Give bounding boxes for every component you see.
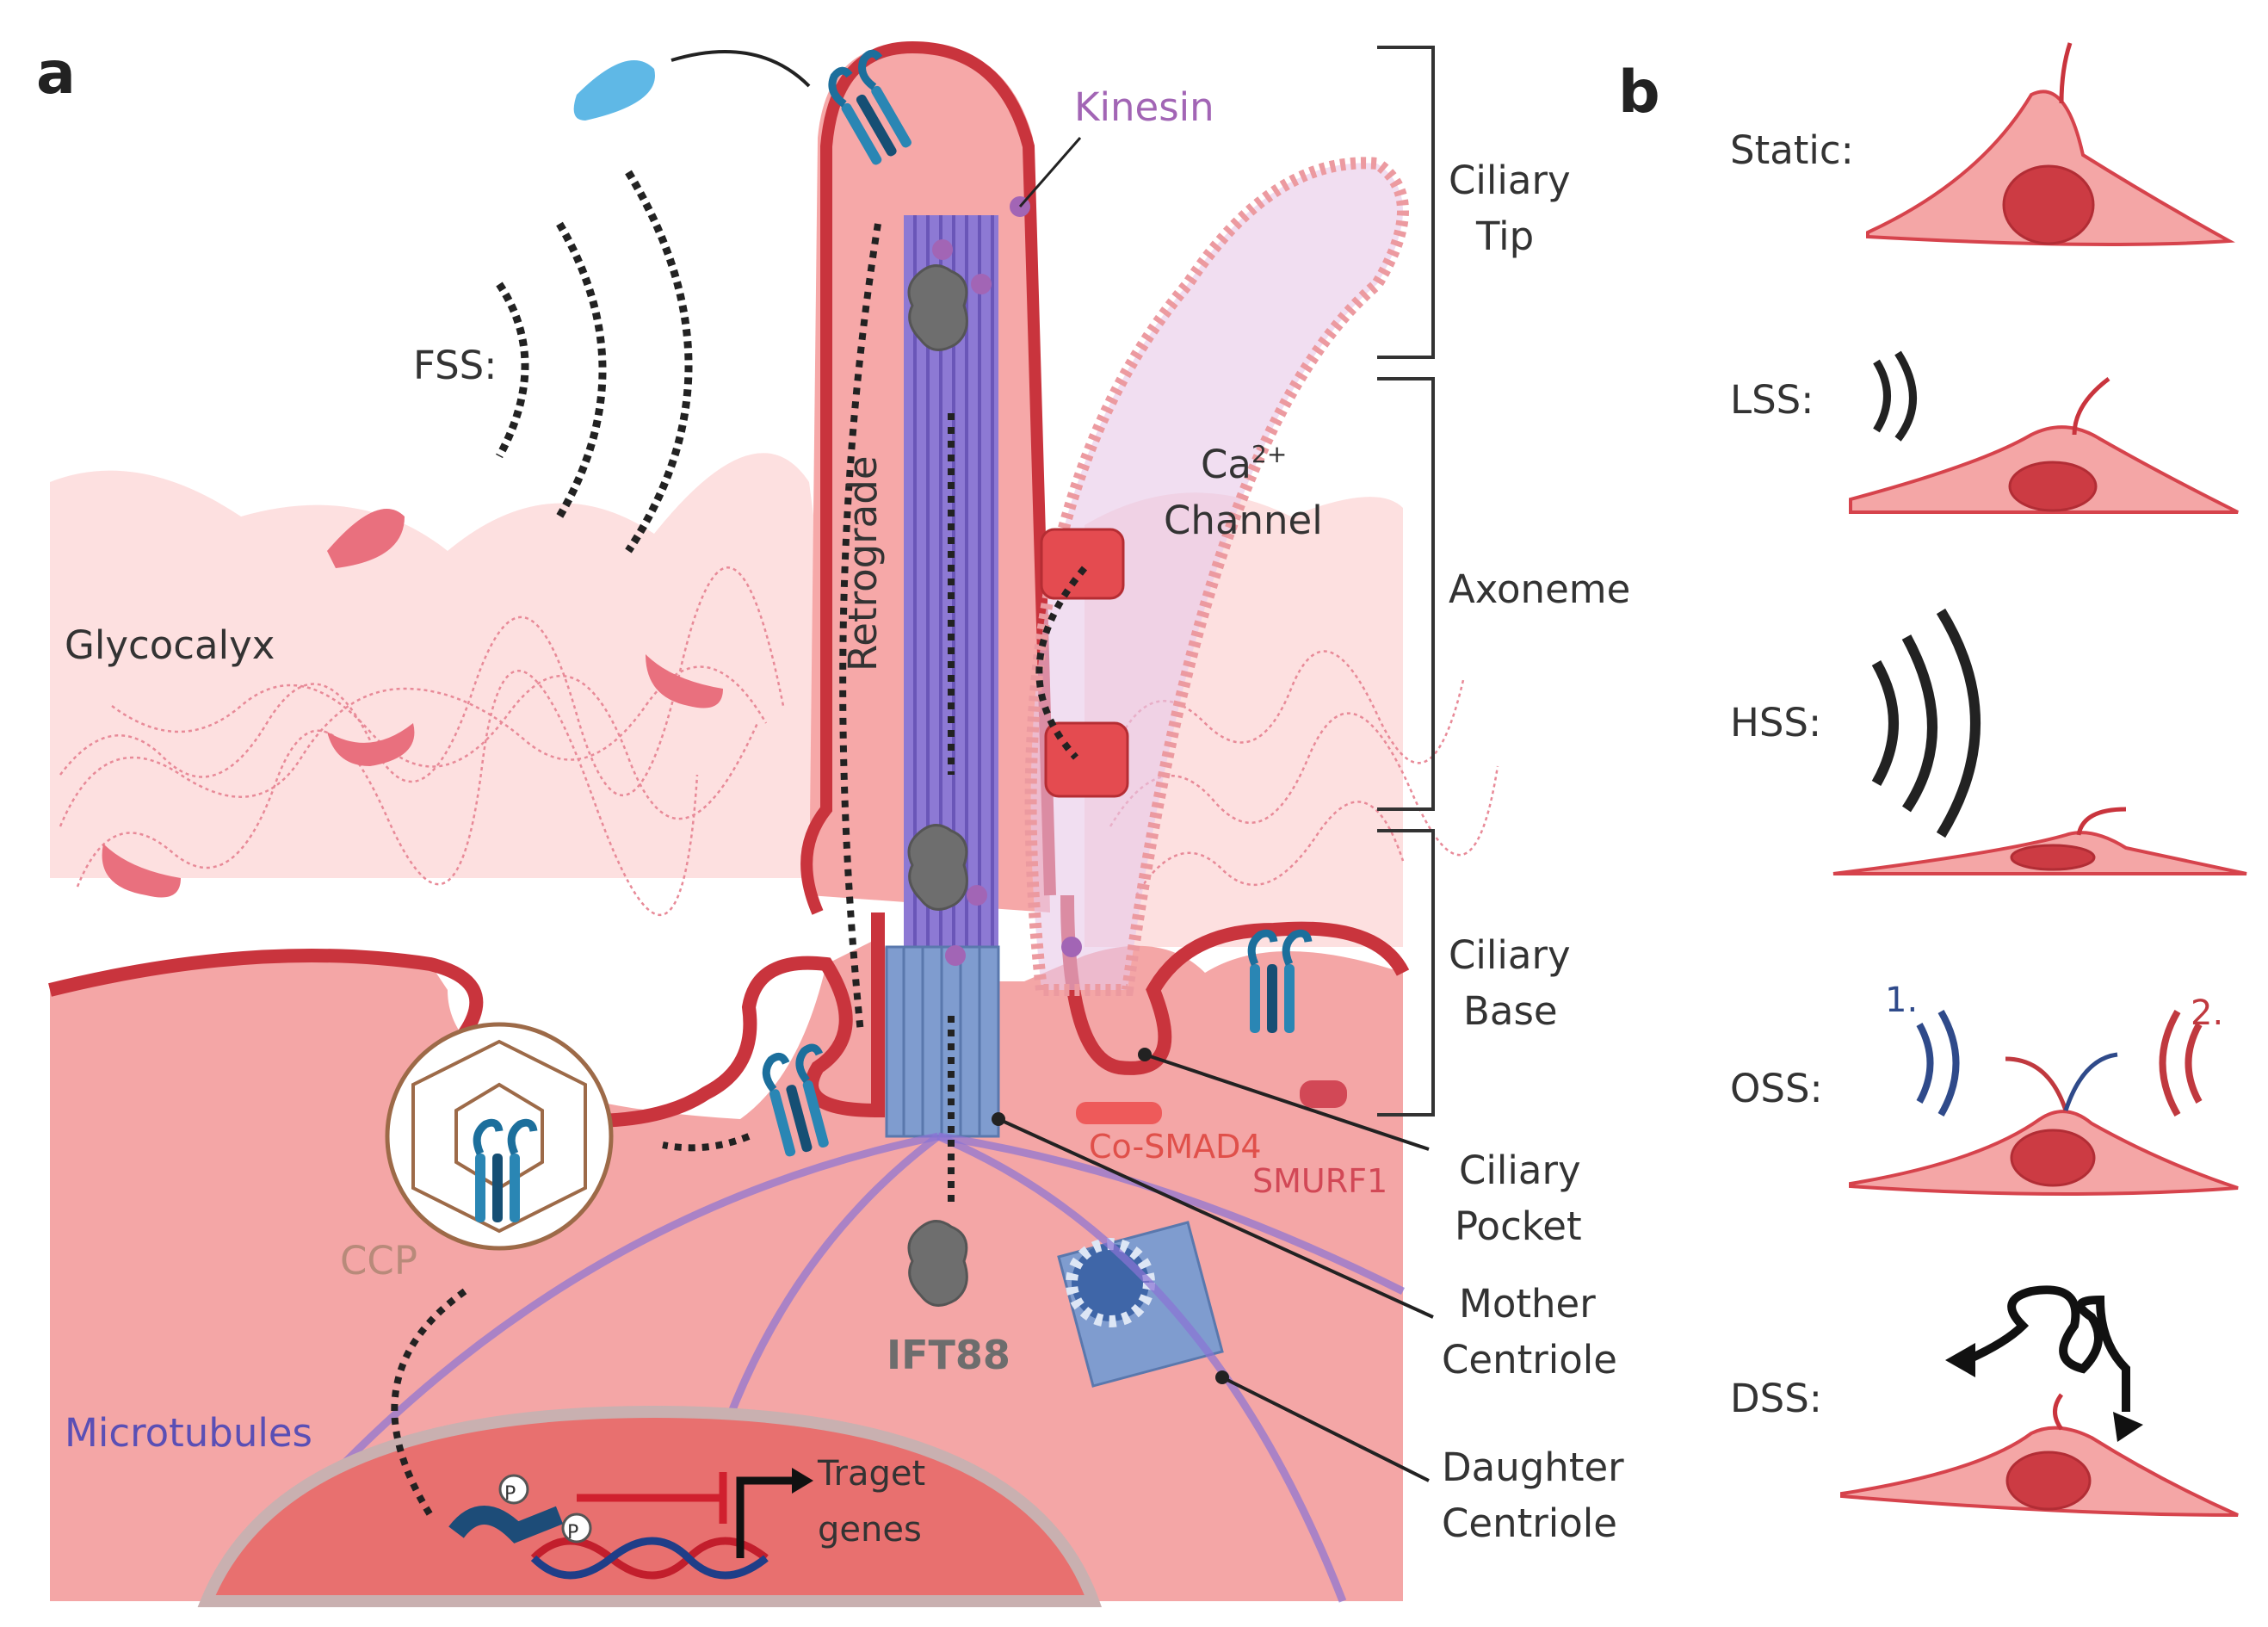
nucleus-oss — [2010, 1129, 2096, 1187]
kinesin-motors — [932, 196, 1082, 966]
panel-a: a — [36, 40, 1630, 1607]
cilium-oss-red — [2005, 1056, 2068, 1111]
ligand-pink-3 — [646, 654, 723, 708]
bracket-tip-line1: Ciliary — [1449, 158, 1571, 203]
callout-pocket-line1: Ciliary — [1459, 1148, 1581, 1193]
calcium-channel-closed — [1044, 721, 1129, 798]
panel-b-letter: b — [1618, 59, 1660, 127]
target-genes-line2: genes — [818, 1510, 922, 1550]
callout-mother-line1: Mother — [1459, 1281, 1596, 1327]
calcium-channel-open — [1040, 528, 1125, 600]
bracket-base-line2: Base — [1463, 988, 1558, 1034]
ligand-pink-4 — [102, 844, 181, 898]
oss-mark-1: 1. — [1885, 981, 1918, 1020]
microtubules-label: Microtubules — [65, 1410, 312, 1456]
bracket-axoneme: Axoneme — [1449, 566, 1630, 612]
cilium-static — [2059, 42, 2073, 104]
ligand-pink-2 — [327, 723, 415, 766]
nucleus-hss — [2010, 844, 2096, 871]
panel-b: b Static: LSS: HSS: OSS: 1. 2. — [1618, 42, 2247, 1517]
condition-hss: HSS: — [1730, 700, 1821, 745]
retrograde-label: Retrograde — [840, 455, 886, 671]
dss-arrow-left — [1945, 1343, 1975, 1377]
smurf1-label: SMURF1 — [1252, 1162, 1387, 1200]
cilium-lss — [2072, 377, 2110, 436]
cilium-dss — [2053, 1393, 2064, 1431]
condition-lss: LSS: — [1730, 377, 1814, 423]
cilium-hss — [2076, 807, 2127, 836]
callout-leaders — [998, 1053, 1434, 1482]
callout-mother-line2: Centriole — [1442, 1337, 1617, 1383]
callout-dots — [992, 1048, 1229, 1384]
smurf1-shape — [1300, 1080, 1347, 1108]
oss-arcs-blue — [1916, 1009, 1960, 1117]
fss-label: FSS: — [413, 343, 497, 388]
ift-particle-cyto — [907, 1220, 968, 1307]
ccp-label: CCP — [340, 1238, 417, 1284]
kinesin-label: Kinesin — [1074, 84, 1214, 130]
nucleus-static — [2002, 164, 2095, 245]
mother-centriole — [885, 945, 1000, 1138]
callout-pocket-line2: Pocket — [1455, 1203, 1582, 1249]
phospho-marker-1 — [498, 1474, 529, 1505]
condition-oss: OSS: — [1730, 1066, 1823, 1111]
nucleus-lss — [2008, 461, 2098, 512]
plasma-membrane-right — [1060, 894, 1410, 1075]
ca-channel-label-line1: Ca2+ — [1201, 440, 1287, 487]
nucleus-dss — [2005, 1451, 2092, 1511]
fss-arcs — [496, 170, 693, 554]
panel-a-letter: a — [36, 40, 76, 108]
region-brackets — [1377, 46, 1435, 1117]
nucleus — [197, 1405, 1103, 1607]
ift-particle-mid — [907, 824, 968, 911]
phospho-label-2: P — [567, 1522, 578, 1543]
glycocalyx-label: Glycocalyx — [65, 622, 275, 668]
target-genes-line1: Traget — [817, 1454, 925, 1494]
co-smad4-shape — [1076, 1102, 1162, 1124]
callout-daughter-line2: Centriole — [1442, 1500, 1617, 1546]
co-smad4-label: Co-SMAD4 — [1089, 1128, 1262, 1166]
dna-signaling: P P — [448, 1468, 813, 1580]
glycocalyx-layer — [50, 453, 861, 878]
dss-turbulence — [1964, 1285, 2130, 1412]
ligand-blue — [573, 60, 655, 121]
ift88-label: IFT88 — [887, 1332, 1010, 1378]
plasma-membrane — [48, 912, 885, 1128]
ift-particle-tip — [907, 264, 968, 351]
ligand-pink-1 — [327, 509, 405, 568]
kinesin-leader — [1018, 137, 1082, 207]
oss-arcs-red — [2159, 1009, 2203, 1117]
phospho-marker-2 — [561, 1513, 592, 1543]
phospho-label-1: P — [504, 1483, 516, 1505]
hss-arcs — [1871, 608, 1981, 838]
dss-arrow-right — [2113, 1412, 2143, 1442]
callout-daughter-line1: Daughter — [1442, 1445, 1624, 1490]
bracket-base-line1: Ciliary — [1449, 932, 1571, 978]
transport-arrows — [391, 223, 1088, 1518]
condition-static: Static: — [1730, 127, 1854, 173]
condition-dss: DSS: — [1730, 1376, 1822, 1421]
lss-arcs — [1873, 350, 1917, 442]
bracket-tip-line2: Tip — [1475, 213, 1534, 259]
cell-cytoplasm — [50, 938, 1403, 1601]
ca-channel-label-line2: Channel — [1164, 498, 1323, 543]
glycocalyx-fibers — [59, 566, 1499, 916]
cilium-oss-blue — [2063, 1052, 2118, 1111]
ligand-flow-arrow — [671, 50, 811, 88]
